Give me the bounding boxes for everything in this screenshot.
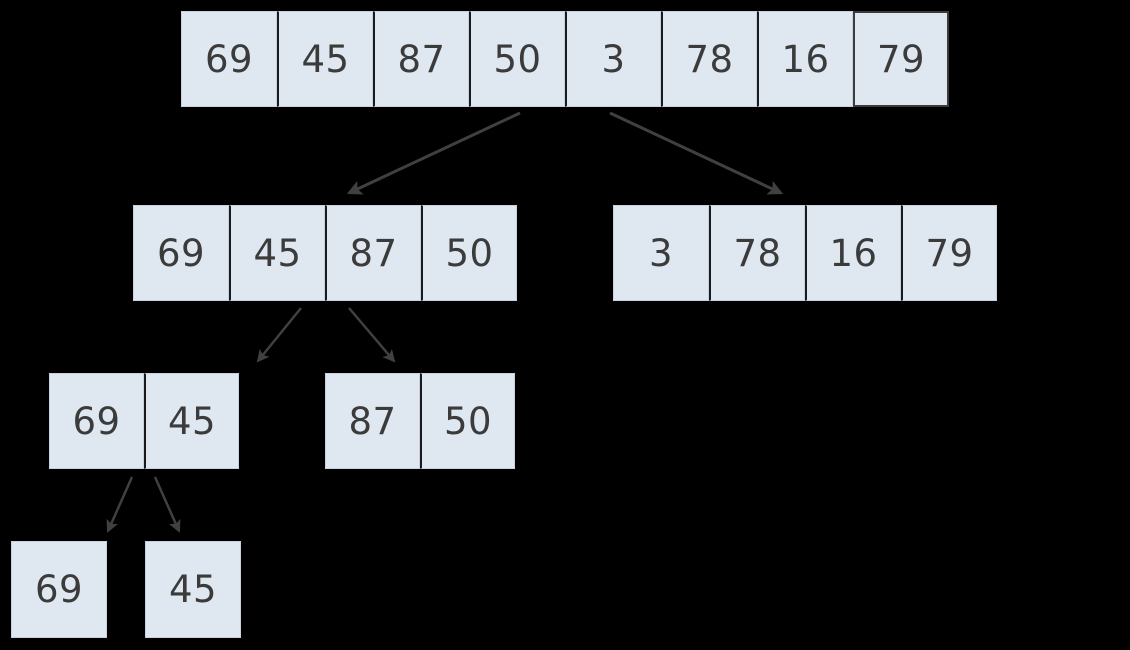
array-cell[interactable]: 50 [469,11,565,107]
arrow-level2left-to-left [256,307,302,363]
array-cell[interactable]: 69 [11,541,107,638]
array-cell[interactable]: 87 [325,373,420,469]
array-cell[interactable]: 79 [853,11,949,107]
array-cell[interactable]: 79 [901,205,997,301]
arrow-level2left-to-right [348,307,396,363]
array-cell[interactable]: 69 [49,373,144,469]
array-cell[interactable]: 50 [420,373,515,469]
array-cell[interactable]: 69 [133,205,229,301]
array-cell[interactable]: 69 [181,11,277,107]
array-cell[interactable]: 3 [565,11,661,107]
array-cell[interactable]: 45 [277,11,373,107]
array-cell[interactable]: 45 [145,541,241,638]
array-cell[interactable]: 87 [325,205,421,301]
array-cell[interactable]: 87 [373,11,469,107]
array-cell[interactable]: 78 [709,205,805,301]
array-cell[interactable]: 78 [661,11,757,107]
arrow-root-to-right [609,111,784,195]
array-cell[interactable]: 16 [805,205,901,301]
array-cell[interactable]: 50 [421,205,517,301]
arrow-level3left-to-right [153,476,181,533]
array-cell[interactable]: 16 [757,11,853,107]
array-cell[interactable]: 45 [229,205,325,301]
array-cell[interactable]: 3 [613,205,709,301]
array-node-level-4-right: 45 [145,541,241,638]
array-node-level-4-left: 69 [11,541,107,638]
array-cell[interactable]: 45 [144,373,239,469]
arrow-level3left-to-left [106,476,134,533]
arrow-root-to-left [346,111,521,195]
